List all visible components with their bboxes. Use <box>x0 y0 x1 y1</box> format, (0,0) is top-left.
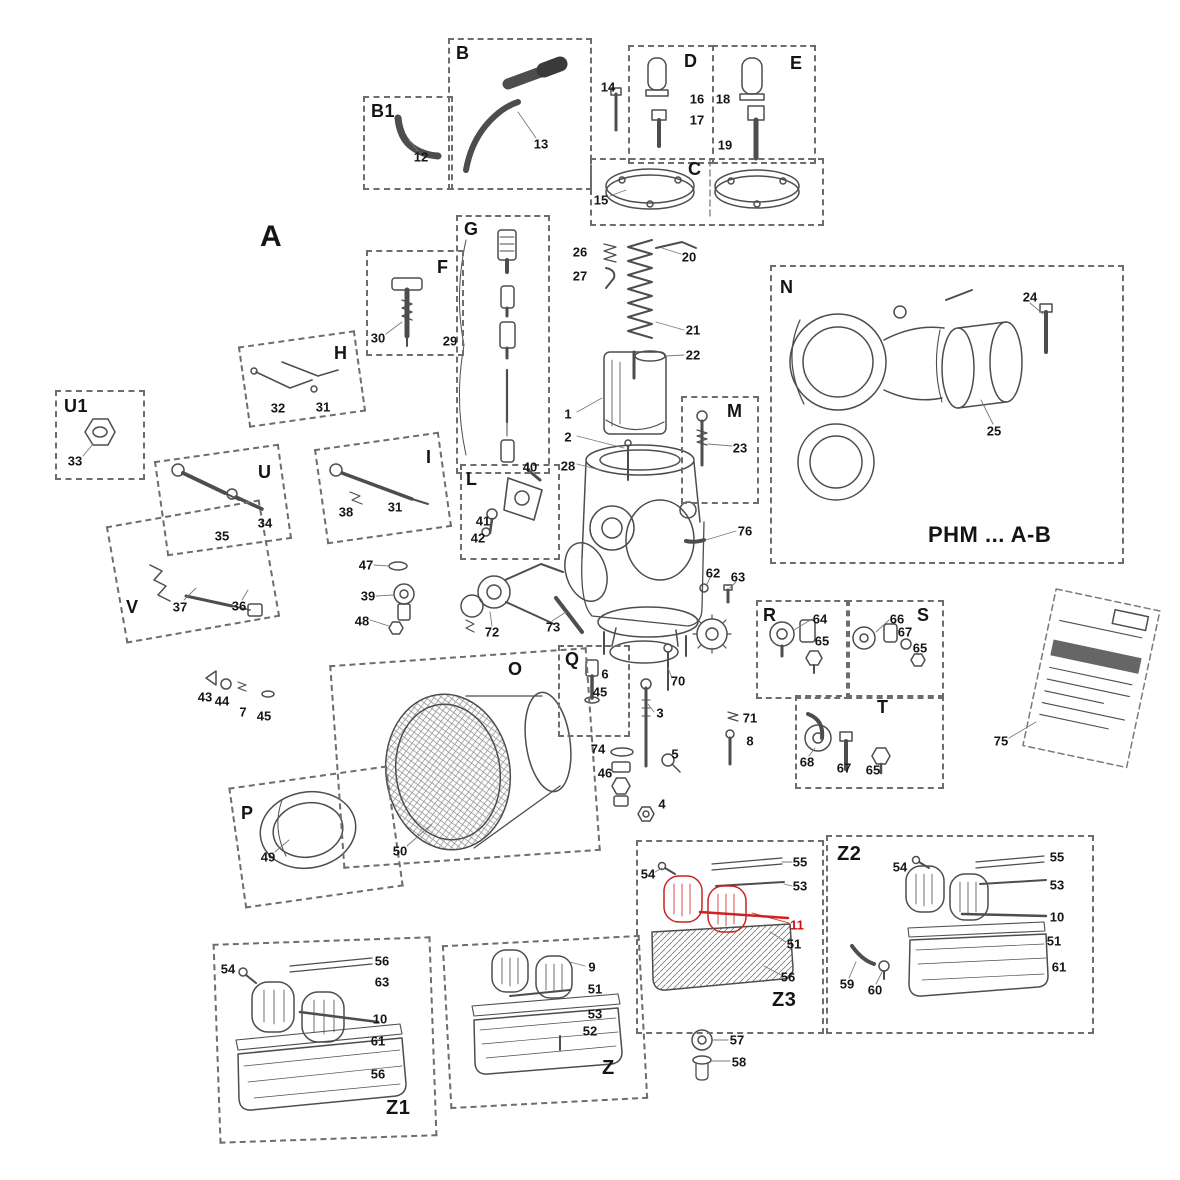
air-filter-sketch-o <box>384 691 572 851</box>
screws-sketch-u <box>171 463 264 511</box>
float-valve-sketch-r <box>769 619 823 674</box>
jet-sketch-q <box>584 659 600 704</box>
slide-spring-sketch <box>603 239 697 362</box>
carburetor-body-sketch <box>564 444 733 691</box>
spare-parts-decal-sketch <box>1022 588 1161 769</box>
cover-sketch-c <box>605 159 800 221</box>
float-valve-sketch-s <box>852 623 926 667</box>
screw-sketch-i <box>329 463 429 505</box>
leader-lines <box>82 111 1044 1062</box>
drain-plug-sketch <box>691 1029 713 1081</box>
float-bowl-sketch-z <box>471 949 623 1075</box>
choke-lever-sketch-b1 <box>394 114 442 160</box>
float-bowl-sketch-z2 <box>850 855 1049 997</box>
pump-linkage-sketch <box>388 561 584 635</box>
mixture-screws-sketch <box>610 678 739 822</box>
banjo-fitting-sketch-t <box>804 712 891 775</box>
starter-parts-sketch-d <box>610 57 669 148</box>
bracket-sketch-l <box>481 468 543 537</box>
manifold-sketch-n <box>789 289 1053 501</box>
ring-sketch-p <box>259 790 357 870</box>
nut-sketch-u1 <box>84 418 116 446</box>
starter-parts-sketch-e <box>739 57 765 161</box>
choke-plunger-sketch-f <box>391 277 423 347</box>
float-bowl-sketch-z3 <box>651 857 794 991</box>
wire-clips-sketch-h <box>250 361 339 393</box>
needle-valve-sketch-v <box>149 564 263 617</box>
choke-cable-sketch-b <box>463 56 568 173</box>
adjuster-screw-sketch-m <box>696 410 708 467</box>
throttle-slide-sketch <box>603 350 667 481</box>
jet-stack-sketch-g <box>458 229 517 463</box>
float-bowl-sketch-z1 <box>235 957 407 1111</box>
small-parts-row-sketch <box>205 670 275 698</box>
